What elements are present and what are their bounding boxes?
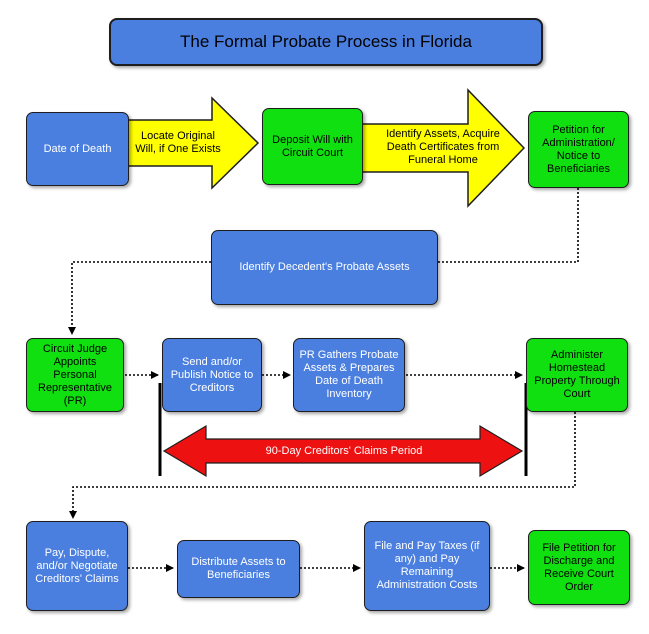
- step-pr-gathers-label: PR Gathers Probate Assets & Prepares Dat…: [299, 349, 399, 400]
- step-circuit-judge-label: Circuit Judge Appoints Personal Represen…: [38, 342, 112, 407]
- step-circuit-judge: Circuit Judge Appoints Personal Represen…: [26, 338, 124, 412]
- step-administer-homestead-label: Administer Homestead Property Through Co…: [534, 349, 620, 400]
- step-pr-gathers: PR Gathers Probate Assets & Prepares Dat…: [293, 338, 405, 412]
- step-distribute-assets-label: Distribute Assets to Beneficiaries: [191, 556, 286, 581]
- step-send-notice: Send and/or Publish Notice to Creditors: [162, 338, 262, 412]
- step-administer-homestead: Administer Homestead Property Through Co…: [526, 338, 628, 412]
- claims-period-arrow: [162, 424, 524, 478]
- step-file-petition-discharge: File Petition for Discharge and Receive …: [528, 530, 630, 605]
- step-identify-probate-assets-label: Identify Decedent's Probate Assets: [239, 261, 410, 273]
- connector-petition-to-identify: [438, 188, 579, 263]
- step-file-petition-discharge-label: File Petition for Discharge and Receive …: [542, 541, 616, 593]
- yellow-arrow-1: [127, 96, 260, 190]
- step-pay-dispute: Pay, Dispute, and/or Negotiate Creditors…: [26, 521, 128, 611]
- step-send-notice-label: Send and/or Publish Notice to Creditors: [170, 355, 254, 394]
- step-distribute-assets: Distribute Assets to Beneficiaries: [177, 540, 300, 598]
- step-file-taxes-label: File and Pay Taxes (if any) and Pay Rema…: [374, 540, 480, 591]
- step-identify-probate-assets: Identify Decedent's Probate Assets: [211, 230, 438, 305]
- step-pay-dispute-label: Pay, Dispute, and/or Negotiate Creditors…: [35, 546, 119, 585]
- step-deposit-will-label: Deposit Will with Circuit Court: [272, 133, 353, 159]
- claims-period-label: 90-Day Creditors' Claims Period: [265, 445, 423, 457]
- step-file-taxes: File and Pay Taxes (if any) and Pay Rema…: [364, 521, 490, 611]
- connector-homestead-to-pay: [69, 412, 576, 519]
- step-petition: Petition for Administration/ Notice to B…: [528, 111, 629, 188]
- step-petition-label: Petition for Administration/ Notice to B…: [542, 123, 615, 175]
- step-date-of-death: Date of Death: [26, 112, 129, 186]
- arrow-label-locate-will: Locate Original Will, if One Exists: [135, 130, 221, 155]
- step-deposit-will: Deposit Will with Circuit Court: [262, 108, 363, 185]
- yellow-arrow-2: [361, 88, 526, 208]
- connector-identify-to-judge: [68, 261, 211, 335]
- step-date-of-death-label: Date of Death: [43, 142, 112, 155]
- diagram-title: The Formal Probate Process in Florida: [109, 18, 543, 66]
- arrow-label-identify-assets: Identify Assets, Acquire Death Certifica…: [386, 127, 500, 166]
